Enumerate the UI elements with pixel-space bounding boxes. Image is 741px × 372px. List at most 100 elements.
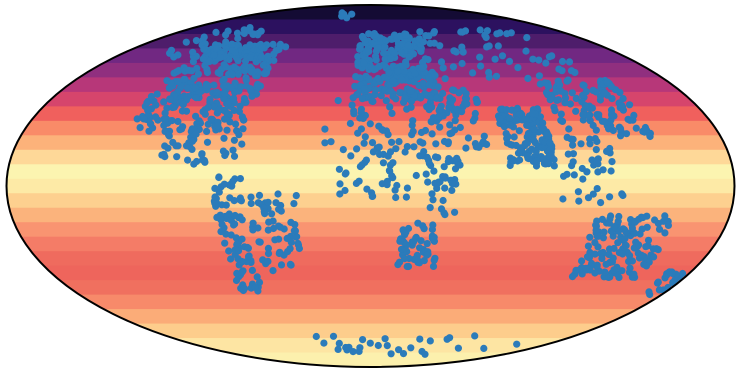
data-point-north-america — [174, 78, 182, 86]
data-point-west-central-africa — [422, 170, 430, 178]
data-point-europe — [367, 64, 375, 72]
data-point-australia — [638, 251, 646, 259]
data-point-india — [510, 133, 518, 141]
data-point-australia — [661, 229, 669, 237]
data-point-antarctica — [407, 344, 415, 352]
data-point-china-east-asia — [616, 125, 625, 133]
data-point-north-africa — [410, 143, 418, 151]
data-point-north-america — [192, 94, 200, 102]
data-point-australia — [622, 228, 630, 236]
data-point-china-east-asia — [626, 101, 634, 109]
data-point-east-africa — [439, 196, 447, 205]
data-point-south-america-east — [265, 218, 273, 226]
data-point-antarctica — [374, 341, 382, 350]
data-point-north-america — [205, 57, 214, 65]
data-point-east-africa — [425, 159, 433, 168]
data-point-china-east-asia — [579, 111, 587, 119]
data-point-southeast-asia — [567, 135, 575, 143]
data-point-russia-central-asia — [558, 67, 566, 75]
data-point-alaska-canada-north — [167, 46, 176, 54]
data-point-north-america — [178, 107, 186, 115]
data-point-north-america — [140, 115, 148, 123]
data-point-east-africa — [436, 178, 444, 186]
data-point-australia — [638, 225, 646, 233]
data-point-southeast-asia — [584, 194, 593, 202]
data-point-west-central-africa — [362, 156, 370, 164]
data-point-china-east-asia — [556, 81, 564, 89]
data-point-india — [543, 159, 552, 167]
data-point-southern-africa — [430, 256, 438, 264]
data-point-southeast-asia — [560, 172, 568, 180]
data-point-europe — [365, 75, 373, 83]
data-point-north-america — [227, 84, 236, 92]
data-point-atlantic-isolated — [334, 97, 342, 105]
data-point-north-america — [199, 55, 207, 63]
data-point-europe — [380, 49, 388, 57]
data-point-russia-central-asia — [458, 59, 466, 68]
data-point-europe — [425, 73, 433, 81]
data-point-europe — [399, 62, 407, 70]
data-point-australia — [583, 253, 592, 261]
data-point-north-america — [175, 67, 183, 75]
data-point-australia — [602, 260, 610, 268]
data-point-russia-central-asia — [535, 72, 544, 80]
data-point-australia — [661, 212, 669, 220]
data-point-southeast-asia — [569, 141, 577, 149]
data-point-north-america — [152, 113, 160, 121]
data-point-china-east-asia — [557, 110, 565, 118]
data-point-russia-central-asia — [565, 58, 574, 66]
data-point-australia — [614, 239, 622, 247]
data-point-antarctica — [312, 332, 320, 341]
data-point-north-america — [133, 115, 141, 123]
data-point-europe — [387, 87, 395, 95]
data-point-australia — [621, 235, 629, 243]
data-point-india — [515, 127, 523, 135]
data-point-north-africa — [427, 118, 435, 126]
data-point-europe — [397, 49, 405, 57]
data-point-china-east-asia — [646, 132, 654, 140]
data-point-europe — [365, 47, 373, 56]
data-point-north-america — [246, 41, 254, 49]
data-point-russia-central-asia — [422, 31, 430, 40]
data-point-china-east-asia — [626, 116, 634, 124]
data-point-caribbean — [238, 140, 246, 148]
data-point-australia — [568, 273, 577, 281]
data-point-south-america-andes — [225, 210, 233, 218]
data-point-russia-central-asia — [494, 42, 502, 50]
data-point-alaska-canada-north — [200, 45, 208, 53]
colormap-band — [6, 222, 735, 238]
colormap-band — [6, 236, 735, 252]
data-point-caribbean — [235, 131, 243, 139]
data-point-middle-east — [453, 105, 461, 113]
data-point-europe — [394, 67, 402, 76]
data-point-north-africa — [388, 109, 396, 117]
data-point-south-america-east — [264, 244, 272, 252]
data-point-southern-africa — [428, 225, 436, 233]
data-point-north-america — [160, 121, 168, 129]
data-point-south-america-andes — [238, 257, 246, 266]
data-point-middle-east — [471, 109, 479, 118]
data-point-southeast-asia — [593, 185, 601, 193]
data-point-antarctica — [416, 335, 424, 343]
data-point-southeast-asia — [577, 140, 585, 148]
data-point-southern-africa — [429, 262, 438, 270]
data-point-russia-central-asia — [485, 42, 493, 50]
data-point-south-america-andes — [231, 211, 239, 220]
data-point-north-america — [220, 89, 228, 97]
data-point-south-america-east — [264, 249, 273, 258]
data-point-australia — [575, 266, 584, 274]
data-point-antarctica — [329, 332, 338, 340]
data-point-antarctica — [399, 350, 408, 358]
data-point-russia-central-asia — [571, 68, 579, 77]
data-point-north-america — [232, 120, 240, 128]
data-point-europe — [417, 94, 425, 102]
data-point-west-central-africa — [347, 152, 355, 160]
data-point-south-america-east — [295, 244, 303, 253]
data-point-middle-east — [483, 140, 491, 148]
data-point-antarctica — [454, 344, 462, 352]
data-point-north-america — [204, 120, 212, 128]
data-point-north-america — [201, 110, 209, 118]
data-point-russia-central-asia — [505, 57, 514, 65]
data-point-north-africa — [346, 119, 354, 128]
